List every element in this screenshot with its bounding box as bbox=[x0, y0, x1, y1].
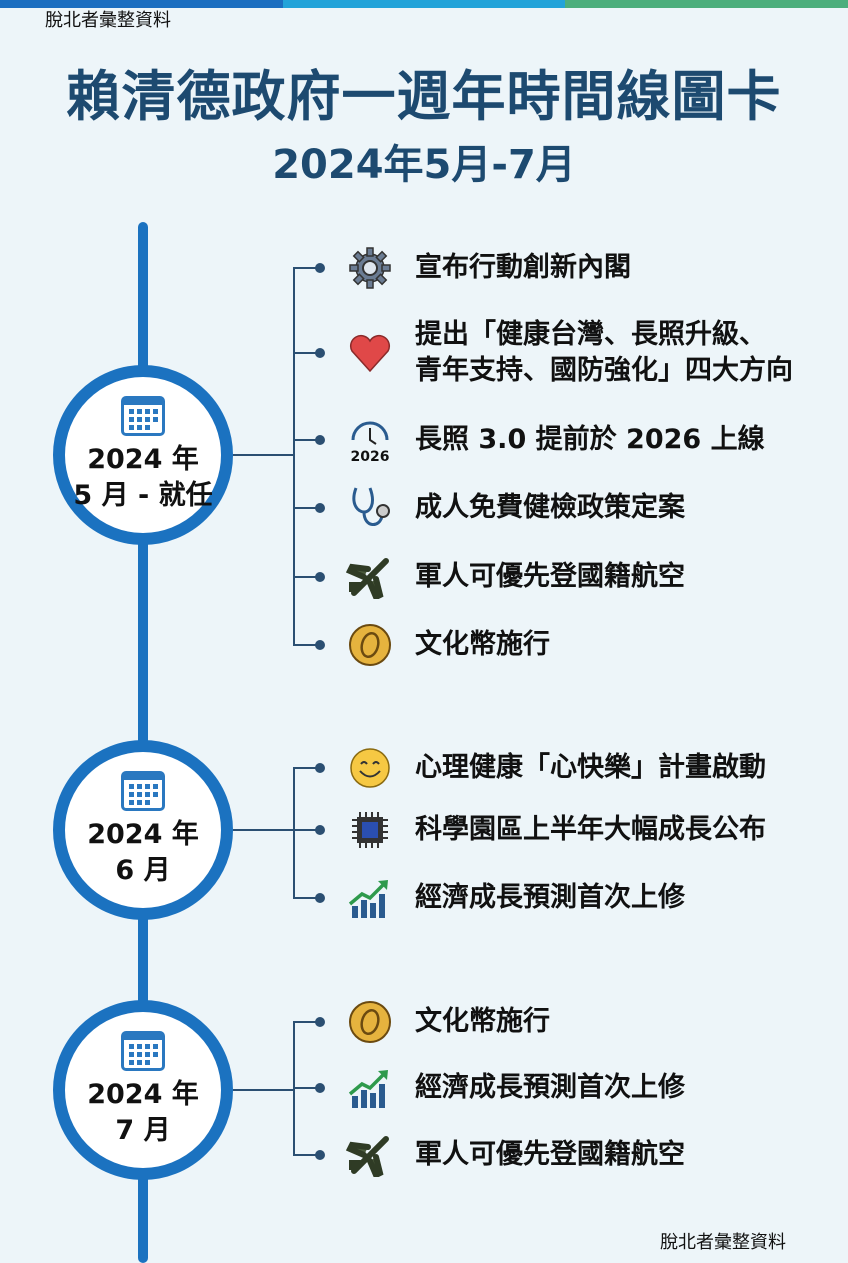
branch-tick bbox=[293, 897, 317, 899]
bullet-dot bbox=[315, 503, 325, 513]
bullet-dot bbox=[315, 825, 325, 835]
page-subtitle: 2024年5月-7月 bbox=[272, 142, 576, 188]
connector-line bbox=[233, 829, 295, 831]
item-text: 經濟成長預測首次上修 bbox=[415, 1072, 685, 1103]
timeline-item: 軍人可優先登國籍航空 bbox=[300, 555, 685, 599]
item-text: 經濟成長預測首次上修 bbox=[415, 882, 685, 913]
smiley-icon bbox=[345, 746, 395, 790]
top-bar-green bbox=[565, 0, 848, 8]
growth-chart-icon bbox=[345, 876, 395, 920]
clock-2026-icon: 2026 bbox=[345, 418, 395, 464]
timeline-item: 宣布行動創新內閣 bbox=[300, 246, 631, 290]
item-text: 文化幣施行 bbox=[415, 629, 550, 660]
branch-line bbox=[293, 268, 295, 645]
timeline-node-0: 2024 年 5 月 - 就任 bbox=[53, 365, 233, 545]
timeline-item: 軍人可優先登國籍航空 bbox=[300, 1133, 685, 1177]
item-text: 文化幣施行 bbox=[415, 1006, 550, 1037]
node-month: 5 月 - 就任 bbox=[73, 480, 213, 511]
calendar-icon bbox=[121, 396, 165, 436]
item-text: 成人免費健檢政策定案 bbox=[415, 492, 685, 523]
airplane-icon bbox=[345, 555, 395, 599]
growth-chart-icon bbox=[345, 1066, 395, 1110]
bullet-dot bbox=[315, 348, 325, 358]
item-text: 科學園區上半年大幅成長公布 bbox=[415, 814, 766, 845]
branch-tick bbox=[293, 1154, 317, 1156]
bullet-dot bbox=[315, 572, 325, 582]
bullet-dot bbox=[315, 893, 325, 903]
gear-icon bbox=[345, 246, 395, 290]
item-text: 心理健康「心快樂」計畫啟動 bbox=[415, 752, 766, 783]
node-month: 6 月 bbox=[115, 855, 171, 886]
timeline-node-1: 2024 年 6 月 bbox=[53, 740, 233, 920]
node-year: 2024 年 bbox=[87, 819, 199, 850]
branch-line bbox=[293, 768, 295, 898]
branch-tick bbox=[293, 1021, 317, 1023]
calendar-icon bbox=[121, 771, 165, 811]
node-year: 2024 年 bbox=[87, 444, 199, 475]
bullet-dot bbox=[315, 435, 325, 445]
coin-icon bbox=[345, 1000, 395, 1044]
branch-tick bbox=[293, 507, 317, 509]
bullet-dot bbox=[315, 640, 325, 650]
connector-line bbox=[233, 1089, 295, 1091]
branch-tick bbox=[293, 439, 317, 441]
node-month: 7 月 bbox=[115, 1115, 171, 1146]
top-bar-dark bbox=[0, 0, 283, 8]
bullet-dot bbox=[315, 1083, 325, 1093]
branch-tick bbox=[293, 1087, 317, 1089]
item-text: 軍人可優先登國籍航空 bbox=[415, 1139, 685, 1170]
watermark-bottom: 脫北者彙整資料 bbox=[660, 1232, 786, 1253]
heart-icon bbox=[345, 331, 395, 375]
bullet-dot bbox=[315, 263, 325, 273]
branch-tick bbox=[293, 767, 317, 769]
timeline-item: 2026 長照 3.0 提前於 2026 上線 bbox=[300, 418, 765, 464]
node-year: 2024 年 bbox=[87, 1079, 199, 1110]
timeline-item: 成人免費健檢政策定案 bbox=[300, 486, 685, 530]
page-title: 賴清德政府一週年時間線圖卡 bbox=[66, 65, 782, 128]
timeline-item: 經濟成長預測首次上修 bbox=[300, 878, 685, 918]
item-text: 軍人可優先登國籍航空 bbox=[415, 561, 685, 592]
item-text: 宣布行動創新內閣 bbox=[415, 252, 631, 283]
connector-line bbox=[233, 454, 295, 456]
coin-icon bbox=[345, 623, 395, 667]
branch-tick bbox=[293, 576, 317, 578]
watermark-top: 脫北者彙整資料 bbox=[45, 10, 171, 31]
svg-text:2026: 2026 bbox=[351, 449, 390, 464]
branch-tick bbox=[293, 352, 317, 354]
branch-tick bbox=[293, 829, 317, 831]
item-text: 提出「健康台灣、長照升級、 青年支持、國防強化」四大方向 bbox=[415, 319, 793, 386]
bullet-dot bbox=[315, 1017, 325, 1027]
timeline-item: 科學園區上半年大幅成長公布 bbox=[300, 810, 766, 850]
stethoscope-icon bbox=[345, 486, 395, 530]
bullet-dot bbox=[315, 1150, 325, 1160]
calendar-icon bbox=[121, 1031, 165, 1071]
timeline-item: 心理健康「心快樂」計畫啟動 bbox=[300, 748, 766, 788]
chip-icon bbox=[345, 808, 395, 852]
timeline-item: 提出「健康台灣、長照升級、 青年支持、國防強化」四大方向 bbox=[300, 319, 793, 386]
branch-tick bbox=[293, 644, 317, 646]
timeline-item: 文化幣施行 bbox=[300, 1000, 550, 1044]
timeline-item: 經濟成長預測首次上修 bbox=[300, 1068, 685, 1108]
airplane-icon bbox=[345, 1133, 395, 1177]
branch-tick bbox=[293, 267, 317, 269]
bullet-dot bbox=[315, 763, 325, 773]
timeline-item: 文化幣施行 bbox=[300, 623, 550, 667]
top-bar-light bbox=[283, 0, 565, 8]
timeline-node-2: 2024 年 7 月 bbox=[53, 1000, 233, 1180]
item-text: 長照 3.0 提前於 2026 上線 bbox=[415, 424, 765, 455]
